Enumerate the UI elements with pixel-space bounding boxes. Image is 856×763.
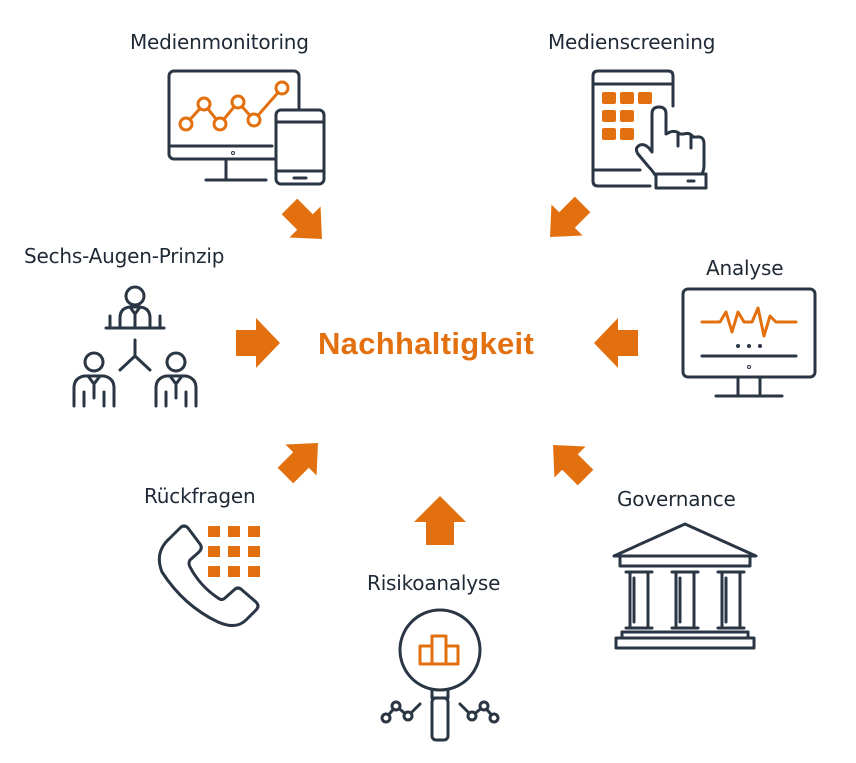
arrow-up-left-icon — [553, 445, 594, 486]
tablet-touch-grid-icon — [591, 69, 708, 190]
label-rueckfragen: Rückfragen — [144, 484, 256, 508]
label-medienscreening: Medienscreening — [548, 30, 716, 54]
monitor-waveform-icon — [681, 287, 817, 398]
magnifier-bar-chart-icon — [380, 608, 500, 742]
arrow-down-right-icon — [281, 198, 322, 239]
phone-keypad-icon — [157, 524, 260, 627]
label-risikoanalyse: Risikoanalyse — [367, 571, 501, 595]
arrow-right-icon — [236, 318, 280, 368]
label-sechs-augen-prinzip: Sechs-Augen-Prinzip — [24, 244, 225, 268]
arrow-left-icon — [594, 318, 638, 368]
three-person-hierarchy-icon — [72, 285, 198, 408]
label-analyse: Analyse — [706, 256, 784, 280]
label-medienmonitoring: Medienmonitoring — [130, 30, 309, 54]
arrow-up-icon — [414, 496, 466, 545]
bank-building-icon — [612, 522, 758, 650]
arrow-down-left-icon — [550, 196, 591, 237]
monitor-line-chart-and-phone-icon — [167, 69, 326, 186]
arrow-up-right-icon — [277, 443, 318, 484]
center-label: Nachhaltigkeit — [318, 326, 535, 361]
label-governance: Governance — [617, 487, 736, 511]
